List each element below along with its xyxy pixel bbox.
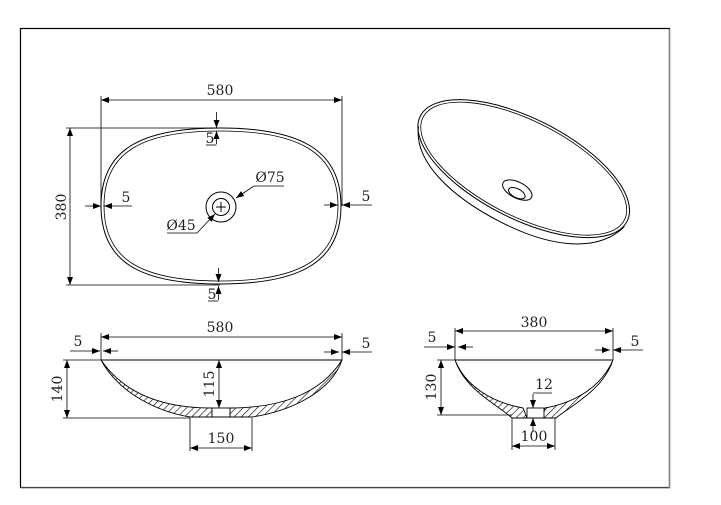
long-depth-label: 115 [202,371,218,398]
perspective-view [417,99,631,245]
drawing-frame [19,27,671,489]
bottom-rim-label: 5 [208,287,217,303]
short-base-width-label: 100 [521,429,548,445]
long-height-label: 140 [50,376,66,403]
top-rim-label: 5 [206,131,215,147]
drain-outer-circle [205,191,237,223]
perspective-drain-inner [508,186,526,200]
short-right-rim-label: 5 [631,334,640,350]
perspective-drain-outer [502,179,533,201]
top-view: 580 380 5 5 5 5 Ø75 Ø45 [54,83,372,303]
left-rim-label: 5 [122,190,131,206]
long-right-rim-label: 5 [362,336,371,352]
basin-inner-rim [103,130,339,282]
long-length-label: 580 [207,320,234,336]
long-left-rim-label: 5 [74,334,83,350]
perspective-rim-inner [420,101,628,236]
short-section-view: 380 5 5 130 12 100 [424,315,643,450]
long-section-view: 580 5 5 140 115 150 [50,320,372,451]
short-height-label: 130 [424,374,440,401]
drain-outer-diameter-label: Ø75 [255,170,284,186]
basin-outer-rim [100,127,342,285]
short-width-label: 380 [521,315,548,331]
perspective-base-edge [417,126,625,245]
drain-inner-diameter-label: Ø45 [166,218,195,234]
top-length-label: 580 [207,83,234,99]
right-rim-label: 5 [362,189,371,205]
perspective-rim-outer [417,99,631,239]
long-base-width-label: 150 [208,431,235,447]
short-bottom-thickness-label: 12 [535,377,553,393]
short-left-rim-label: 5 [428,330,437,346]
top-width-label: 380 [54,194,70,221]
drain-inner-circle [212,198,230,216]
